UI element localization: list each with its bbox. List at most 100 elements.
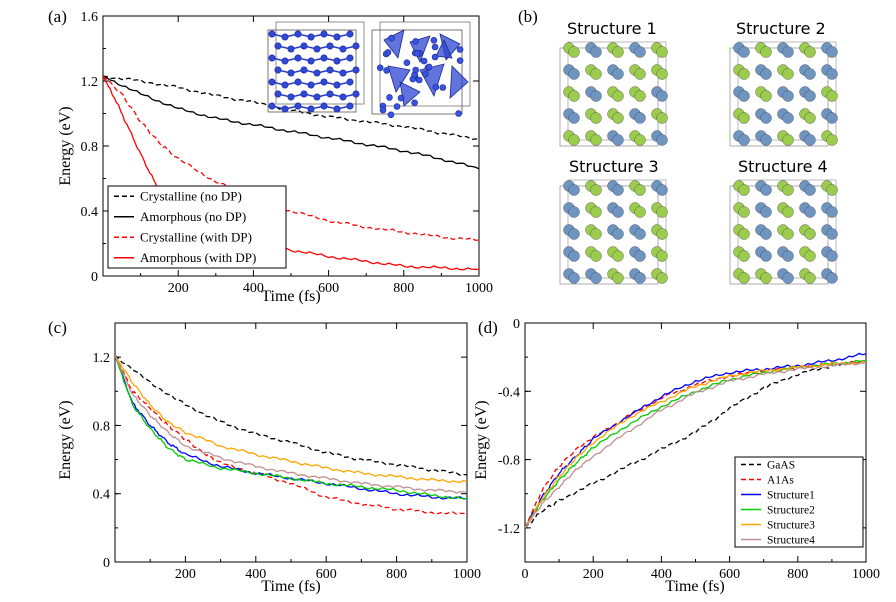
structure-atom (738, 134, 750, 146)
crystal-atom (333, 105, 341, 113)
structure-3-title: Structure 3 (569, 157, 659, 176)
amorphous-atom (393, 103, 401, 110)
structure-atom (760, 184, 772, 196)
series-line-structure4 (525, 361, 866, 529)
structure-atom (612, 134, 624, 146)
crystal-atom (326, 66, 334, 74)
structure-atom (568, 112, 580, 124)
amorphous-atom (411, 99, 418, 107)
panel-a-label: (a) (48, 7, 67, 26)
crystal-atom (346, 102, 354, 110)
series-line-crystalline-no-dp- (103, 75, 479, 141)
crystal-atom (326, 42, 334, 50)
x-tick-label: 800 (393, 281, 414, 296)
crystal-atom (294, 30, 302, 38)
x-tick-label: 1000 (852, 567, 880, 582)
x-tick-label: 800 (386, 567, 407, 582)
panel-b-structures: Structure 1 Structure 2 Structure 3 Stru… (559, 19, 838, 285)
amorphous-atom (403, 59, 411, 67)
amorphous-polyhedron (435, 39, 453, 59)
crystal-atom (333, 33, 341, 41)
structure-atom (656, 228, 668, 240)
y-tick-label: 1.2 (81, 75, 99, 90)
amorphous-cell-back (379, 21, 471, 107)
amorphous-atom (412, 38, 419, 45)
y-axis-title: Energy (eV) (57, 400, 74, 479)
structure-atom (804, 206, 816, 218)
structure-atom (738, 90, 750, 102)
structure-atom (656, 134, 668, 146)
crystal-atom (274, 66, 282, 74)
crystal-atom (307, 33, 315, 41)
amorphous-atom (430, 36, 438, 44)
legend-label: Structure1 (767, 490, 815, 502)
y-tick-label: 0.4 (81, 205, 99, 220)
series-line-series-5 (115, 355, 467, 484)
amorphous-atom (397, 94, 405, 102)
structure-atom (568, 206, 580, 218)
crystal-atom (307, 57, 315, 65)
amorphous-cell-front (371, 29, 463, 115)
amorphous-atom (455, 110, 462, 117)
legend-box (734, 456, 864, 548)
series-line-series-6 (115, 355, 467, 494)
crystal-atom (320, 78, 328, 86)
crystal-atom (339, 45, 347, 53)
structure-atom (568, 228, 580, 240)
structure-atom (634, 206, 646, 218)
y-tick-label: 1.6 (81, 10, 99, 25)
structure-atom (568, 46, 580, 58)
structure-4-title: Structure 4 (738, 157, 828, 176)
structure-atom (760, 206, 772, 218)
structure-atom (612, 112, 624, 124)
legend-label: Structure2 (767, 505, 815, 517)
structure-atom (590, 206, 602, 218)
x-tick-label: 400 (245, 567, 266, 582)
structure-atom (826, 46, 838, 58)
amorphous-atom (456, 57, 464, 64)
y-tick-label: -0.8 (498, 454, 520, 469)
amorphous-atom (386, 94, 393, 101)
structure-atom (590, 112, 602, 124)
crystal-atom (287, 45, 295, 53)
amorphous-atom (425, 63, 433, 71)
crystal-atom (268, 102, 276, 110)
amorphous-polyhedron (449, 65, 469, 99)
series-line-structure1 (525, 352, 866, 529)
y-axis-title: Energy (eV) (57, 106, 74, 185)
structure-atom (590, 90, 602, 102)
structure-atom (738, 112, 750, 124)
structure-atom (804, 68, 816, 80)
structure-atom (656, 90, 668, 102)
crystal-atom (346, 78, 354, 86)
series-line-series-3 (115, 355, 467, 500)
legend: GaASA1AsStructure1Structure2Structure3St… (734, 456, 864, 548)
crystal-atom (326, 90, 334, 98)
structure-atom (612, 272, 624, 284)
structure-atom (760, 272, 772, 284)
structure-atom (826, 250, 838, 262)
amorphous-atom (432, 83, 440, 91)
structure-atom (568, 184, 580, 196)
crystal-atom (352, 42, 360, 50)
crystal-atom (300, 66, 308, 74)
crystal-atom (320, 54, 328, 62)
panel-d-label: (d) (478, 318, 498, 337)
structure-atom (568, 250, 580, 262)
structure-atom (590, 134, 602, 146)
crystal-atom (300, 42, 308, 50)
crystal-atom (294, 54, 302, 62)
x-tick-label: 1000 (453, 567, 481, 582)
structure-atom (782, 134, 794, 146)
crystal-inset (267, 21, 471, 119)
crystal-atom (333, 57, 341, 65)
crystal-atom (307, 81, 315, 89)
structure-atom (760, 68, 772, 80)
structure-atom (738, 250, 750, 262)
structure-atom (634, 272, 646, 284)
structure-atom (826, 134, 838, 146)
crystal-atom (333, 81, 341, 89)
